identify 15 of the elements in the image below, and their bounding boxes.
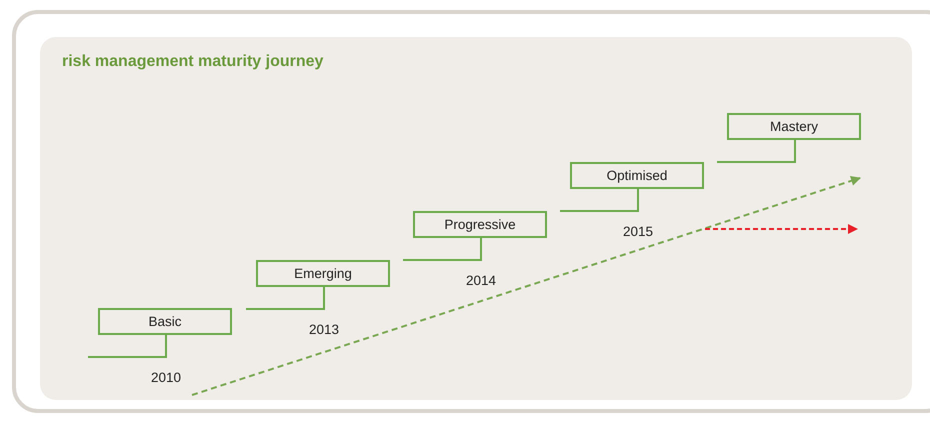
stage-box bbox=[98, 308, 232, 335]
diagram-title: risk management maturity journey bbox=[62, 53, 324, 71]
year-label: 2010 bbox=[150, 370, 182, 385]
stage-box bbox=[256, 260, 390, 287]
stage-label: Optimised bbox=[606, 168, 668, 183]
year-label: 2014 bbox=[466, 273, 496, 288]
stage-label: Progressive bbox=[444, 217, 516, 232]
year-label: 2015 bbox=[622, 224, 654, 239]
stage-box bbox=[413, 211, 547, 238]
stage-label: Emerging bbox=[294, 266, 352, 281]
stage-box bbox=[727, 113, 861, 140]
year-label: 2013 bbox=[308, 322, 340, 337]
stage-box bbox=[570, 162, 704, 189]
stage-label: Basic bbox=[148, 314, 182, 329]
stage-label: Mastery bbox=[770, 119, 818, 134]
